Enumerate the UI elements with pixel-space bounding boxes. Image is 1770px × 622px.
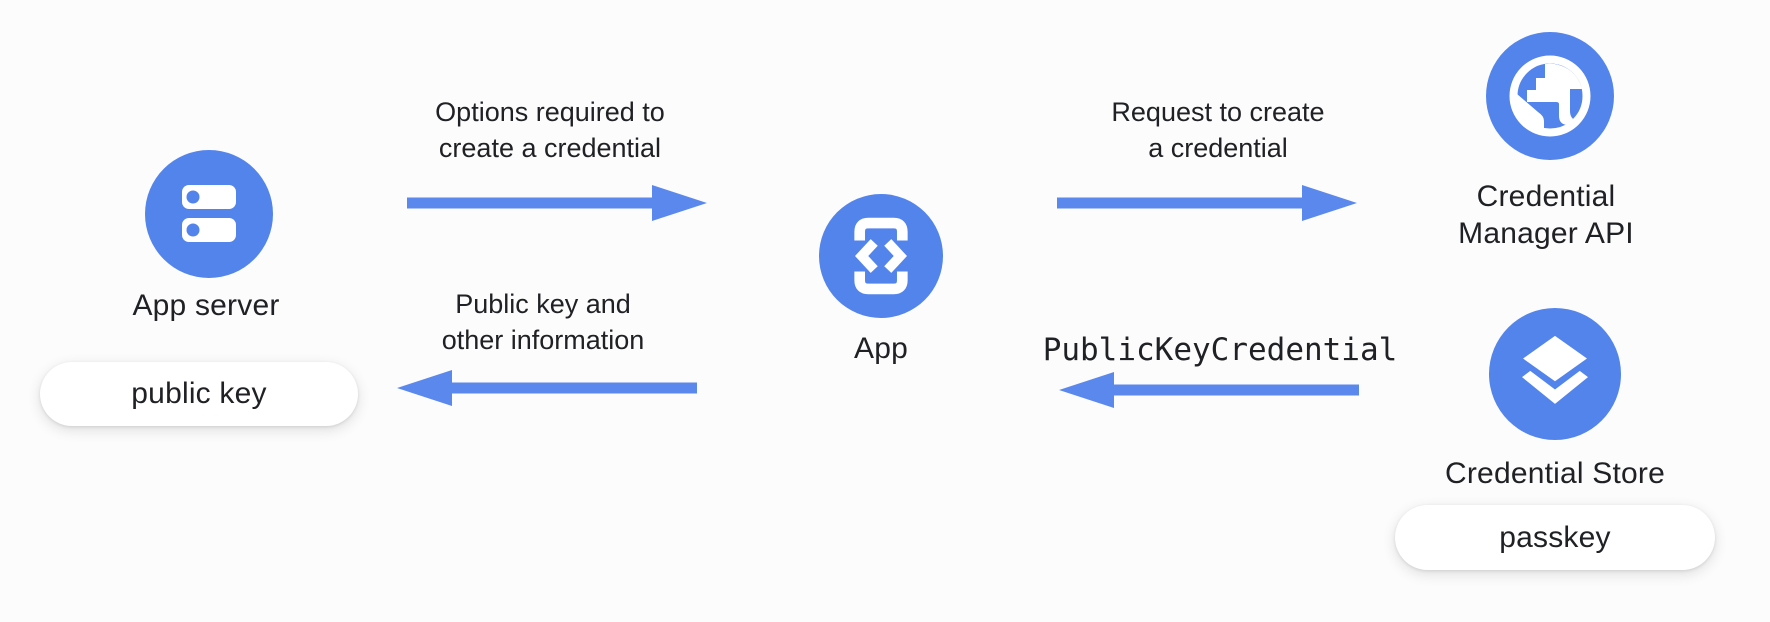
phone-code-icon — [819, 194, 943, 318]
public-key-credential-arrow-left-icon — [1059, 372, 1359, 408]
public-key-pill: public key — [40, 362, 358, 426]
app-label: App — [854, 332, 908, 365]
public-key-credential-label: PublicKeyCredential — [1042, 332, 1398, 368]
public-key-info-arrow-label: Public key and other information — [441, 289, 645, 355]
passkey-pill-label: passkey — [1499, 520, 1611, 554]
layers-icon — [1489, 308, 1621, 440]
app-server-label: App server — [132, 289, 280, 322]
globe-icon — [1486, 32, 1614, 160]
public-key-pill-label: public key — [131, 377, 267, 410]
public-key-info-arrow-left-icon — [397, 370, 697, 406]
credential-manager-api-label: Credential Manager API — [1458, 180, 1634, 250]
request-arrow-label: Request to create a credential — [1111, 97, 1325, 163]
options-arrow-label: Options required to create a credential — [435, 97, 665, 163]
options-arrow-right-icon — [407, 185, 707, 221]
passkey-pill: passkey — [1395, 505, 1715, 570]
request-arrow-right-icon — [1057, 185, 1357, 221]
server-stack-icon — [145, 150, 273, 278]
credential-store-label: Credential Store — [1445, 457, 1665, 490]
